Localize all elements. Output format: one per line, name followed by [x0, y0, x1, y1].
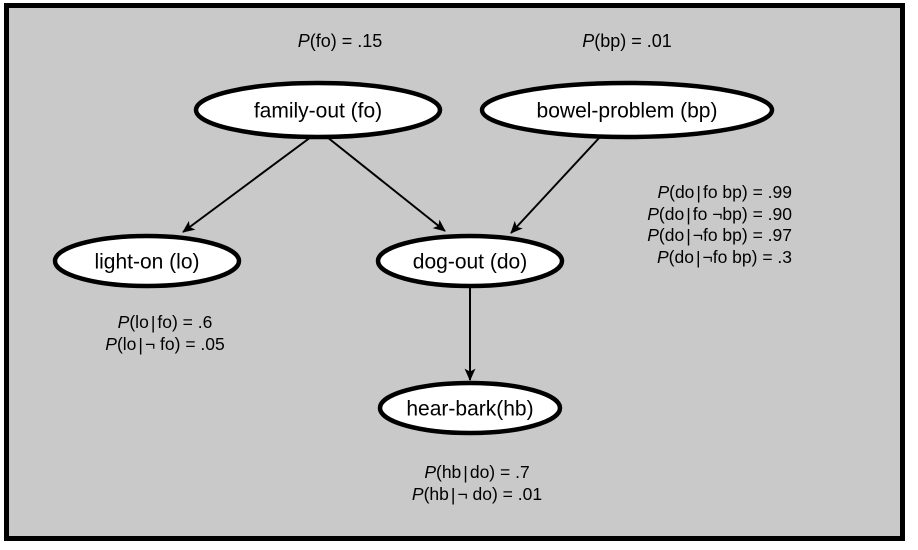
- cpt-head: (hb: [436, 462, 462, 482]
- cpt-head: (hb: [423, 483, 449, 504]
- cpt-light-on-row: P(lo|¬ fo) = .05: [60, 334, 270, 356]
- cpt-p-symbol: P: [647, 225, 659, 245]
- cpt-hear-bark: P(hb|do) = .7 P(hb|¬ do) = .01: [372, 462, 582, 505]
- cpt-dog-out-row: P(do|fo ¬bp) = .90: [600, 204, 792, 226]
- cpt-condition: ¬ do) = .01: [457, 483, 543, 504]
- cpt-dog-out-row: P(do|¬fo bp) = .97: [600, 225, 792, 247]
- cpt-condition: fo bp) = .99: [702, 182, 792, 202]
- node-label-dog-out: dog-out (do): [412, 250, 528, 274]
- node-family-out[interactable]: [193, 80, 443, 140]
- cpt-hear-bark-row: P(hb|do) = .7: [372, 462, 582, 484]
- edge-family-out-to-dog-out: [326, 136, 446, 232]
- cpt-head: (do: [658, 203, 685, 224]
- cpt-p-symbol: P: [105, 333, 117, 354]
- cpt-condition: fo ¬bp) = .90: [692, 203, 792, 224]
- node-light-on[interactable]: [52, 233, 242, 289]
- node-label-bowel-problem: bowel-problem (bp): [536, 99, 718, 123]
- cpt-head: (do: [669, 182, 695, 202]
- cpt-p-symbol: P: [647, 203, 659, 224]
- cpt-condition: ¬fo bp) = .3: [702, 246, 792, 267]
- edge-bowel-problem-to-dog-out: [510, 136, 601, 234]
- node-label-hear-bark: hear-bark(hb): [406, 397, 534, 421]
- cpt-p-symbol: P: [424, 462, 436, 482]
- cpt-condition: ¬ fo) = .05: [144, 333, 225, 354]
- cpt-light-on-row: P(lo|fo) = .6: [60, 312, 270, 334]
- node-label-family-out: family-out (fo): [253, 99, 383, 123]
- cpt-hear-bark-row: P(hb|¬ do) = .01: [372, 484, 582, 506]
- cpt-head: (do: [658, 225, 685, 245]
- prior-bowel-problem: P(bp) = .01: [582, 32, 672, 50]
- conditional-bar: |: [150, 313, 156, 333]
- cpt-condition: fo) = .6: [157, 312, 213, 332]
- prior-family-out: P(fo) = .15: [298, 32, 383, 50]
- node-label-light-on: light-on (lo): [94, 250, 200, 274]
- cpt-head: (lo: [116, 333, 137, 354]
- cpt-p-symbol: P: [656, 246, 669, 267]
- cpt-p-symbol: P: [117, 312, 130, 332]
- conditional-bar: |: [696, 183, 701, 203]
- cpt-light-on: P(lo|fo) = .6 P(lo|¬ fo) = .05: [60, 312, 270, 355]
- prior-fo-value: (fo) = .15: [309, 31, 383, 51]
- prior-fo-p: P: [297, 31, 310, 51]
- prior-bp-p: P: [582, 31, 595, 51]
- conditional-bar: |: [463, 463, 468, 483]
- conditional-bar: |: [138, 334, 143, 355]
- conditional-bar: |: [686, 204, 691, 225]
- cpt-dog-out-row: P(do|fo bp) = .99: [600, 182, 792, 204]
- node-dog-out[interactable]: [375, 233, 565, 289]
- conditional-bar: |: [695, 247, 701, 268]
- cpt-condition: do) = .7: [469, 462, 530, 482]
- conditional-bar: |: [686, 226, 691, 246]
- conditional-bar: |: [450, 484, 456, 505]
- node-hear-bark[interactable]: [377, 380, 563, 436]
- cpt-dog-out: P(do|fo bp) = .99 P(do|fo ¬bp) = .90 P(d…: [600, 182, 792, 268]
- cpt-head: (do: [668, 246, 694, 267]
- edge-family-out-to-light-on: [182, 136, 312, 233]
- cpt-head: (lo: [129, 312, 149, 332]
- cpt-p-symbol: P: [411, 483, 424, 504]
- cpt-condition: ¬fo bp) = .97: [692, 225, 792, 245]
- cpt-dog-out-row: P(do|¬fo bp) = .3: [600, 247, 792, 269]
- node-bowel-problem[interactable]: [479, 80, 775, 140]
- prior-bp-value: (bp) = .01: [594, 31, 672, 51]
- cpt-p-symbol: P: [657, 182, 670, 202]
